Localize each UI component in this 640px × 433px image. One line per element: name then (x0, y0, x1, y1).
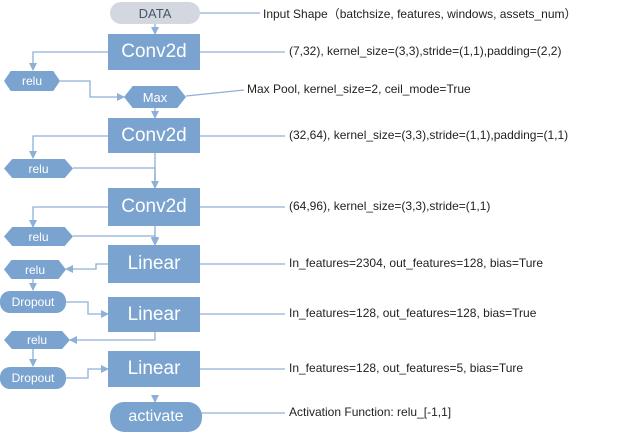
data-node: DATA (110, 2, 200, 24)
note-conv2d-3: (64,96), kernel_size=(3,3),stride=(1,1) (289, 199, 491, 213)
relu-node-1: relu (4, 71, 60, 91)
relu-node-3: relu (4, 227, 73, 246)
conv2d-node-3: Conv2d (108, 188, 200, 226)
linear-node-1: Linear (108, 245, 200, 283)
maxpool-node: Max (124, 86, 186, 108)
note-linear-2: In_features=128, out_features=128, bias=… (289, 306, 537, 320)
linear-node-2: Linear (108, 297, 200, 332)
note-linear-1: In_features=2304, out_features=128, bias… (289, 256, 544, 270)
relu-node-5: relu (4, 331, 70, 349)
dropout-node-1: Dropout (0, 291, 66, 313)
note-maxpool: Max Pool, kernel_size=2, ceil_mode=True (247, 82, 471, 96)
note-conv2d-2: (32,64), kernel_size=(3,3),stride=(1,1),… (289, 128, 569, 142)
note-conv2d-1: (7,32), kernel_size=(3,3),stride=(1,1),p… (289, 44, 562, 58)
relu-node-4: relu (4, 260, 66, 279)
conv2d-node-1: Conv2d (108, 34, 200, 70)
linear-node-3: Linear (108, 351, 200, 387)
note-linear-3: In_features=128, out_features=5, bias=Tu… (289, 361, 524, 375)
relu-node-2: relu (4, 159, 73, 178)
note-activate: Activation Function: relu_[-1,1] (289, 405, 452, 419)
note-data: Input Shape（batchsize, features, windows… (263, 7, 577, 21)
activate-node: activate (110, 402, 202, 432)
dropout-node-2: Dropout (0, 367, 66, 389)
conv2d-node-2: Conv2d (108, 118, 200, 153)
